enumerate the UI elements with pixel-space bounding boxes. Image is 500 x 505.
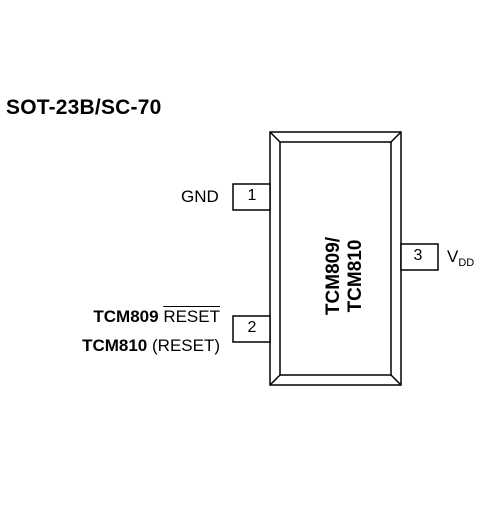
bevel-line (269, 374, 281, 386)
part-name-area: TCM809/ TCM810 (305, 166, 385, 386)
pin-2-box (232, 315, 271, 343)
pin-1-label: GND (181, 187, 219, 206)
pin-2-label-tcm809: TCM809 RESET (93, 307, 220, 327)
pin-3-box (400, 243, 439, 271)
pin-2-number: 2 (247, 319, 257, 336)
pin-2-part-tcm810: TCM810 (82, 336, 148, 355)
pin-3-label-sub: DD (458, 257, 475, 269)
package-inner-outline (279, 141, 392, 376)
pin-2-label-tcm810: TCM810 (RESET) (82, 336, 220, 356)
part-name-line-1: TCM809/ (323, 236, 344, 316)
pin-3-label: VDD (447, 247, 474, 269)
bevel-line (390, 374, 402, 386)
pin-3-label-main: V (447, 247, 459, 266)
part-name-line-2: TCM810 (345, 239, 366, 313)
pin-1-number: 1 (247, 187, 257, 204)
bevel-line (269, 131, 281, 143)
pin-3-number: 3 (413, 247, 423, 264)
part-name: TCM809/ TCM810 (323, 237, 367, 315)
pin-2-signal-reset: (RESET) (152, 336, 220, 355)
package-title: SOT-23B/SC-70 (6, 96, 162, 119)
pin-2-part-tcm809: TCM809 (93, 307, 159, 326)
pin-1-box (232, 183, 271, 211)
pin-2-signal-reset-bar: RESET (163, 307, 220, 326)
bevel-line (390, 131, 402, 143)
